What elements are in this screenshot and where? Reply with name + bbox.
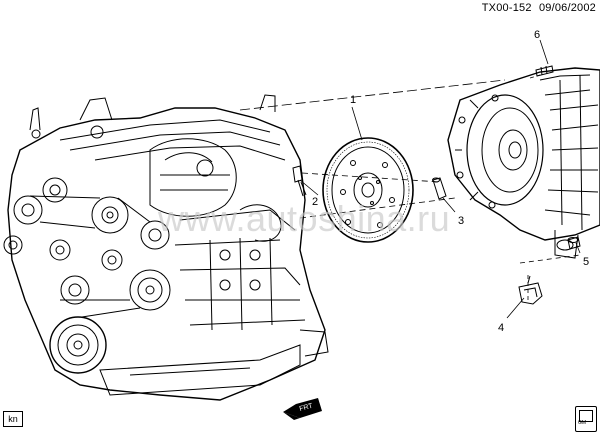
callout-6: 6: [534, 29, 540, 41]
front-label: FRT: [299, 402, 315, 412]
transmission: [447, 67, 600, 259]
callout-2: 2: [312, 196, 318, 208]
gm-logo-icon: GM: [575, 406, 597, 432]
flexplate: [322, 137, 414, 243]
dowel-pin: [432, 177, 447, 200]
logo-mark: [579, 410, 593, 422]
diagram-code: TX00-152: [481, 2, 532, 14]
front-arrow-icon: FRT: [283, 398, 322, 420]
logo-text: GM: [578, 420, 587, 426]
callout-3: 3: [458, 215, 464, 227]
alignment-lines: [239, 74, 581, 300]
flexplate-bolt: [292, 165, 307, 197]
callout-1: 1: [350, 94, 356, 106]
diagram-header: TX00-152 09/06/2002: [478, 2, 596, 14]
flywheel-cover: [518, 275, 543, 305]
callout-5: 5: [583, 256, 589, 268]
callout-numbers: 1 2 3 4 5 6: [312, 29, 589, 334]
corner-tag: kn: [3, 411, 23, 427]
engine-block: [3, 94, 329, 401]
callout-leaders: [299, 39, 581, 319]
transmission-stud-upper: [535, 65, 554, 77]
watermark: www.autoshina.ru: [158, 198, 451, 239]
callout-4: 4: [498, 322, 504, 334]
diagram-date: 09/06/2002: [538, 2, 596, 14]
transmission-bolt-lower: [567, 236, 581, 250]
